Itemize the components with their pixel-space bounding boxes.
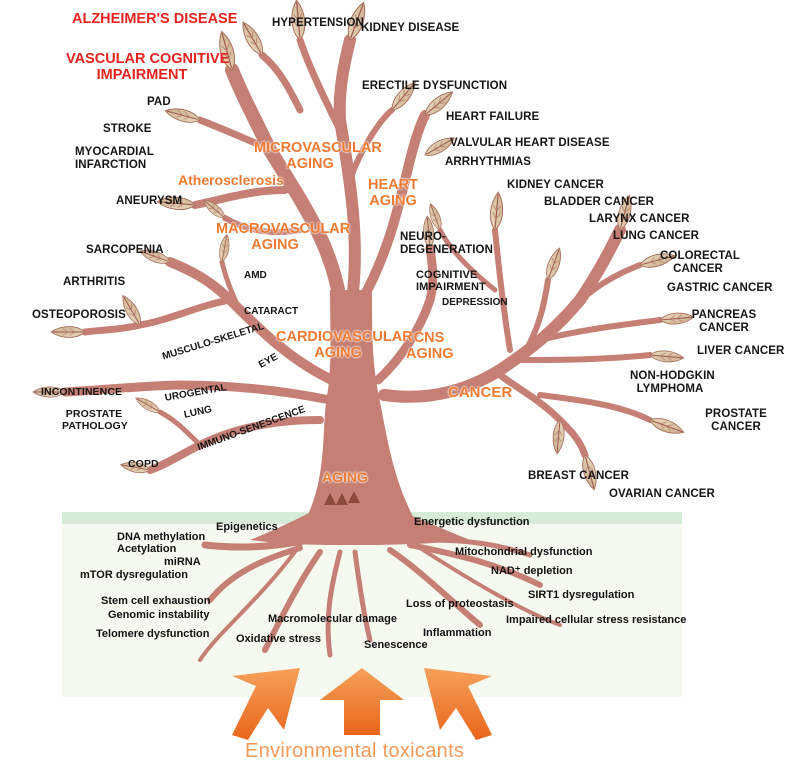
label-breast-cancer: BREAST CANCER <box>528 470 629 482</box>
label-cns-line2: AGING <box>406 346 454 363</box>
label-cns-line1: CNS <box>413 330 445 346</box>
label-heart-aging: HEART AGING <box>368 177 418 209</box>
label-energetic-dysfunction: Energetic dysfunction <box>414 516 530 528</box>
label-prostate-pathology-line2: PATHOLOGY <box>62 419 128 432</box>
label-telomere: Telomere dysfunction <box>96 628 210 640</box>
label-sarcopenia: SARCOPENIA <box>86 244 164 256</box>
label-arrhythmias: ARRHYTHMIAS <box>445 156 532 168</box>
arrow-left <box>232 668 300 740</box>
label-cardiovascular-line1: CARDIOVASCULAR <box>276 329 413 345</box>
label-nhl-line2: LYMPHOMA <box>636 382 704 395</box>
label-amd: AMD <box>244 270 267 281</box>
label-microvascular-line1: MICROVASCULAR <box>254 140 382 156</box>
label-prostate-cancer: PROSTATE CANCER <box>704 408 768 434</box>
label-prostate-pathology-line1: PROSTATE <box>65 408 123 420</box>
label-sirt1: SIRT1 dysregulation <box>528 589 635 601</box>
tree-branches <box>60 34 663 545</box>
environmental-arrows <box>232 668 492 740</box>
label-senescence: Senescence <box>364 639 428 651</box>
label-cardiovascular-line2: AGING <box>314 345 362 362</box>
label-kidney-cancer: KIDNEY CANCER <box>507 179 604 191</box>
label-proteostasis: Loss of proteostasis <box>406 598 514 610</box>
label-heart-line1: HEART <box>368 177 418 193</box>
label-heart-failure: HEART FAILURE <box>446 111 540 123</box>
label-neuro-line2: DEGENERATION <box>400 243 493 256</box>
label-colorectal-line2: CANCER <box>673 262 723 275</box>
label-macrovascular-aging: MACROVASCULAR AGING <box>216 221 351 254</box>
label-myocardial-infarction: MYOCARDIAL INFARCTION <box>75 146 154 172</box>
label-genomic-instability: Genomic instability <box>108 609 210 621</box>
label-mirna: miRNA <box>164 556 201 568</box>
label-macromolecular: Macromolecular damage <box>268 613 397 625</box>
label-hypertension: HYPERTENSION <box>272 17 364 29</box>
arrow-middle <box>320 668 404 735</box>
label-prostate-pathology: PROSTATE PATHOLOGY <box>62 408 128 433</box>
label-mi-line1: MYOCARDIAL <box>75 146 154 158</box>
label-vci-line2: IMPAIRMENT <box>96 67 188 84</box>
tree-roots <box>198 536 562 662</box>
label-dna-methylation: DNA methylation <box>117 531 206 543</box>
label-macrovascular-line2: AGING <box>251 237 299 254</box>
label-gastric-cancer: GASTRIC CANCER <box>667 282 773 294</box>
label-pad: PAD <box>147 96 171 108</box>
label-heart-line2: AGING <box>369 193 417 210</box>
label-copd: COPD <box>128 458 159 470</box>
label-environmental-toxicants: Environmental toxicants <box>245 740 465 762</box>
label-microvascular-line2: AGING <box>286 156 334 173</box>
arrow-right <box>424 668 492 740</box>
label-mitochondrial-dysfunction: Mitochondrial dysfunction <box>455 546 593 558</box>
label-cognitive-impairment: COGNITIVE IMPAIRMENT <box>416 269 486 294</box>
label-neuro-line1: NEURO- <box>400 231 446 243</box>
label-cataract: CATARACT <box>244 306 299 317</box>
label-incontinence: INCONTINENCE <box>41 386 123 398</box>
label-mi-line2: INFARCTION <box>75 158 147 171</box>
label-erectile-dysfunction: ERECTILE DYSFUNCTION <box>362 80 508 92</box>
label-colorectal-cancer: COLORECTAL CANCER <box>660 250 741 276</box>
label-pancreas-line1: PANCREAS <box>691 309 757 321</box>
label-pancreas-cancer: PANCREAS CANCER <box>691 309 757 335</box>
label-nad-depletion: NAD⁺ depletion <box>491 565 573 577</box>
label-nhl-line1: NON-HODGKIN <box>630 370 715 382</box>
label-microvascular-aging: MICROVASCULAR AGING <box>254 140 382 173</box>
label-cardiovascular-aging: CARDIOVASCULAR AGING <box>276 329 413 362</box>
label-cns-aging: CNS AGING <box>406 330 454 363</box>
label-neurodegeneration: NEURO- DEGENERATION <box>400 231 493 257</box>
label-larynx-cancer: LARYNX CANCER <box>589 213 690 225</box>
label-prostate-cancer-line1: PROSTATE <box>705 408 767 420</box>
label-alzheimers: ALZHEIMER'S DISEASE <box>72 11 238 27</box>
label-aging-trunk: AGING <box>322 469 368 485</box>
label-inflammation: Inflammation <box>423 627 492 639</box>
label-ovarian-cancer: OVARIAN CANCER <box>609 488 715 500</box>
label-epigenetics: Epigenetics <box>216 521 278 533</box>
label-depression: DEPRESSION <box>442 297 508 308</box>
label-arthritis: ARTHRITIS <box>63 276 126 288</box>
label-aneurysm: ANEURYSM <box>116 195 183 207</box>
label-osteoporosis: OSTEOPOROSIS <box>32 309 126 321</box>
label-bladder-cancer: BLADDER CANCER <box>544 196 655 208</box>
label-mtor: mTOR dysregulation <box>80 569 188 581</box>
label-non-hodgkin-lymphoma: NON-HODGKIN LYMPHOMA <box>630 370 715 396</box>
label-vci: VASCULAR COGNITIVE IMPAIRMENT <box>66 51 230 84</box>
label-colorectal-line1: COLORECTAL <box>660 250 741 262</box>
label-liver-cancer: LIVER CANCER <box>697 345 785 357</box>
label-vci-line1: VASCULAR COGNITIVE <box>66 51 230 67</box>
label-cognitive-line1: COGNITIVE <box>416 269 478 281</box>
label-acetylation: Acetylation <box>117 543 177 555</box>
label-valvular: VALVULAR HEART DISEASE <box>450 137 610 149</box>
label-lung-cancer: LUNG CANCER <box>613 230 700 242</box>
label-oxidative-stress: Oxidative stress <box>236 633 321 645</box>
label-stroke: STROKE <box>103 123 152 135</box>
label-prostate-cancer-line2: CANCER <box>711 420 761 433</box>
label-cancer-category: CANCER <box>448 384 513 401</box>
label-stem-cell: Stem cell exhaustion <box>101 595 211 607</box>
label-kidney-disease: KIDNEY DISEASE <box>361 22 460 34</box>
label-macrovascular-line1: MACROVASCULAR <box>216 221 351 237</box>
label-stress-resistance: Impaired cellular stress resistance <box>506 614 687 626</box>
label-atherosclerosis: Atherosclerosis <box>178 172 284 188</box>
aging-arrows <box>324 491 360 505</box>
label-pancreas-line2: CANCER <box>699 321 749 334</box>
label-cognitive-line2: IMPAIRMENT <box>416 281 486 294</box>
